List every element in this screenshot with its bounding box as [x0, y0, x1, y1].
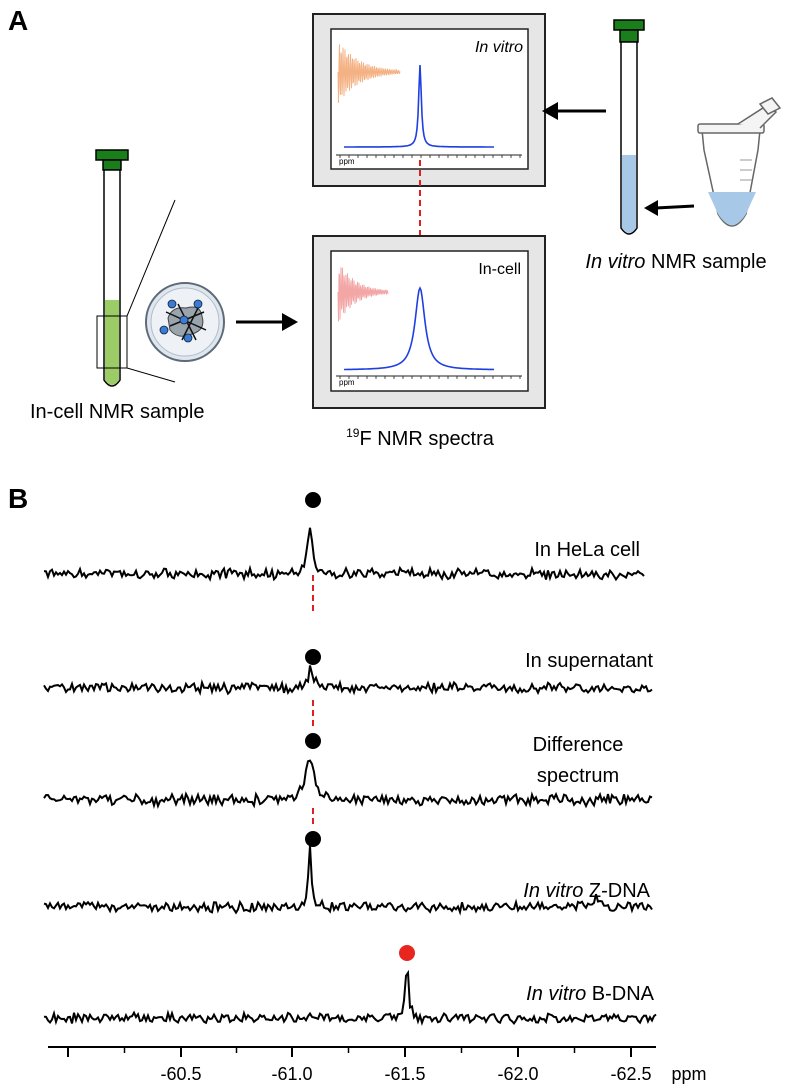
arrow-left-icon [542, 102, 606, 120]
spectra-caption-rest: F NMR spectra [359, 428, 494, 450]
in-cell-tube-cap-icon [95, 149, 129, 161]
in-cell-caption: In-cell NMR sample [30, 401, 204, 423]
in-vitro-fid-icon [337, 44, 401, 104]
label-in-vitro-b-dna: In vitro B-DNA [526, 983, 654, 1005]
in-vitro-axis-ticks [339, 155, 521, 158]
panel-a-label: A [8, 5, 28, 36]
in-cell-tag: In-cell [478, 261, 521, 278]
axis-unit-ppm: ppm [671, 1064, 706, 1084]
trace-in-vitro-z-dna [43, 845, 653, 916]
in-vitro-tag: In vitro [475, 39, 523, 56]
in-vitro-caption: In vitro NMR sample [585, 251, 766, 273]
in-vitro-ppm-tag: ppm [339, 157, 355, 166]
trace-hela-cell [43, 527, 645, 583]
tick-label-62-0: -62.0 [497, 1064, 538, 1084]
label-difference-line1: Difference [533, 734, 624, 756]
peak-marker-hela [305, 492, 321, 508]
tick-label-60-5: -60.5 [160, 1064, 201, 1084]
peak-marker-z-dna [305, 831, 321, 847]
eppendorf-tube-icon [697, 97, 782, 227]
in-vitro-spectrum-frame: ppm In vitro [312, 13, 546, 187]
in-vitro-caption-italic: In vitro [585, 251, 645, 273]
ppm-axis: -60.5 -61.0 -61.5 -62.0 -62.5 ppm [48, 1046, 707, 1084]
in-cell-axis-ticks [339, 376, 521, 379]
arrow-right-icon [236, 313, 298, 331]
trace-supernatant [43, 665, 653, 696]
tick-label-61-0: -61.0 [271, 1064, 312, 1084]
peak-marker-supernatant [305, 649, 321, 665]
in-vitro-spectrum-line [344, 64, 494, 148]
in-cell-ppm-tag: ppm [339, 378, 355, 387]
label-z-dna-rest: Z-DNA [583, 880, 650, 902]
peak-marker-difference [305, 733, 321, 749]
label-in-supernatant: In supernatant [525, 650, 653, 672]
in-vitro-tube-cap-icon [613, 19, 645, 31]
tick-label-62-5: -62.5 [610, 1064, 651, 1084]
spectra-caption: 19F NMR spectra [346, 426, 495, 450]
trace-difference [43, 759, 653, 809]
spectra-caption-sup: 19 [346, 426, 360, 440]
trace-in-vitro-b-dna [43, 969, 657, 1026]
label-difference-line2: spectrum [537, 765, 619, 787]
ppm-axis-ticks [67, 1047, 632, 1057]
label-b-dna-rest: B-DNA [586, 983, 654, 1005]
in-cell-fid-icon [337, 267, 389, 322]
label-z-dna-italic: In vitro [523, 880, 583, 902]
in-cell-spectrum-line [344, 286, 495, 371]
label-in-vitro-z-dna: In vitro Z-DNA [523, 880, 650, 902]
in-cell-spectrum-frame: ppm In-cell [312, 235, 546, 409]
peak-marker-b-dna [399, 945, 415, 961]
label-in-hela-cell: In HeLa cell [534, 539, 640, 561]
in-cell-nmr-tube [95, 149, 176, 387]
in-vitro-caption-rest: NMR sample [645, 251, 766, 273]
panel-b-label: B [8, 483, 28, 514]
label-b-dna-italic: In vitro [526, 983, 586, 1005]
in-vitro-nmr-tube [613, 19, 645, 235]
arrow-left-small-icon [644, 200, 695, 216]
tick-label-61-5: -61.5 [384, 1064, 425, 1084]
hela-cell-icon [145, 282, 225, 362]
